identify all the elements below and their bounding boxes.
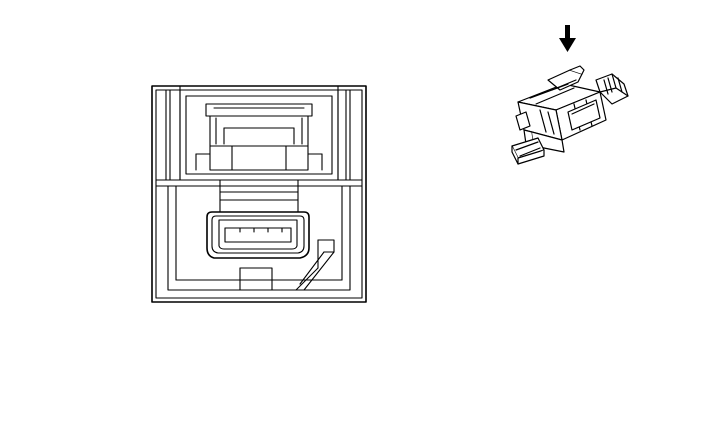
arrow-down-icon — [559, 25, 576, 52]
housing-outline — [152, 86, 366, 302]
inner-cavity — [168, 186, 350, 290]
usb-plug-icon — [512, 66, 628, 164]
separator-rails — [156, 180, 362, 212]
polarization-key — [296, 240, 334, 290]
plug-body — [518, 66, 606, 140]
receptacle-front-view — [152, 86, 366, 302]
upper-latch-block — [180, 86, 338, 180]
bottom-slot — [240, 268, 272, 290]
mini-usb-port — [207, 212, 309, 258]
plug-tongue — [512, 138, 544, 164]
